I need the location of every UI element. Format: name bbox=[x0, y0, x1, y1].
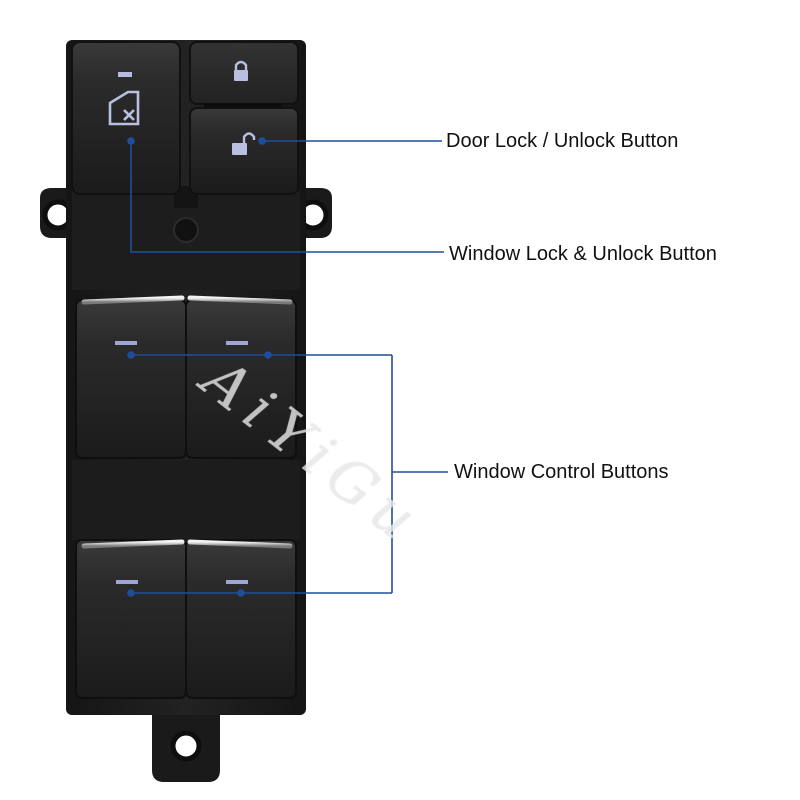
window-control-button-rear-left[interactable] bbox=[75, 539, 187, 699]
window-lock-callout-label: Window Lock & Unlock Button bbox=[449, 243, 717, 265]
lock-closed-icon bbox=[234, 60, 248, 81]
door-unlock-button[interactable] bbox=[189, 107, 299, 195]
window-lock-icon bbox=[108, 90, 140, 126]
indicator-light bbox=[118, 72, 132, 77]
window-controls-callout-label: Window Control Buttons bbox=[454, 461, 669, 483]
indicator-light bbox=[116, 580, 138, 584]
indicator-light bbox=[115, 341, 137, 345]
lock-button-divider bbox=[204, 103, 282, 108]
door-lock-button[interactable] bbox=[189, 41, 299, 105]
indicator-light bbox=[226, 580, 248, 584]
window-control-button-front-right[interactable] bbox=[185, 295, 297, 459]
window-lock-button[interactable] bbox=[71, 41, 181, 195]
window-control-button-rear-right[interactable] bbox=[185, 539, 297, 699]
door-lock-callout-label: Door Lock / Unlock Button bbox=[446, 130, 679, 152]
lock-open-icon bbox=[232, 132, 256, 155]
leader-lines bbox=[127, 137, 448, 597]
window-control-button-front-left[interactable] bbox=[75, 295, 187, 459]
indicator-light bbox=[226, 341, 248, 345]
